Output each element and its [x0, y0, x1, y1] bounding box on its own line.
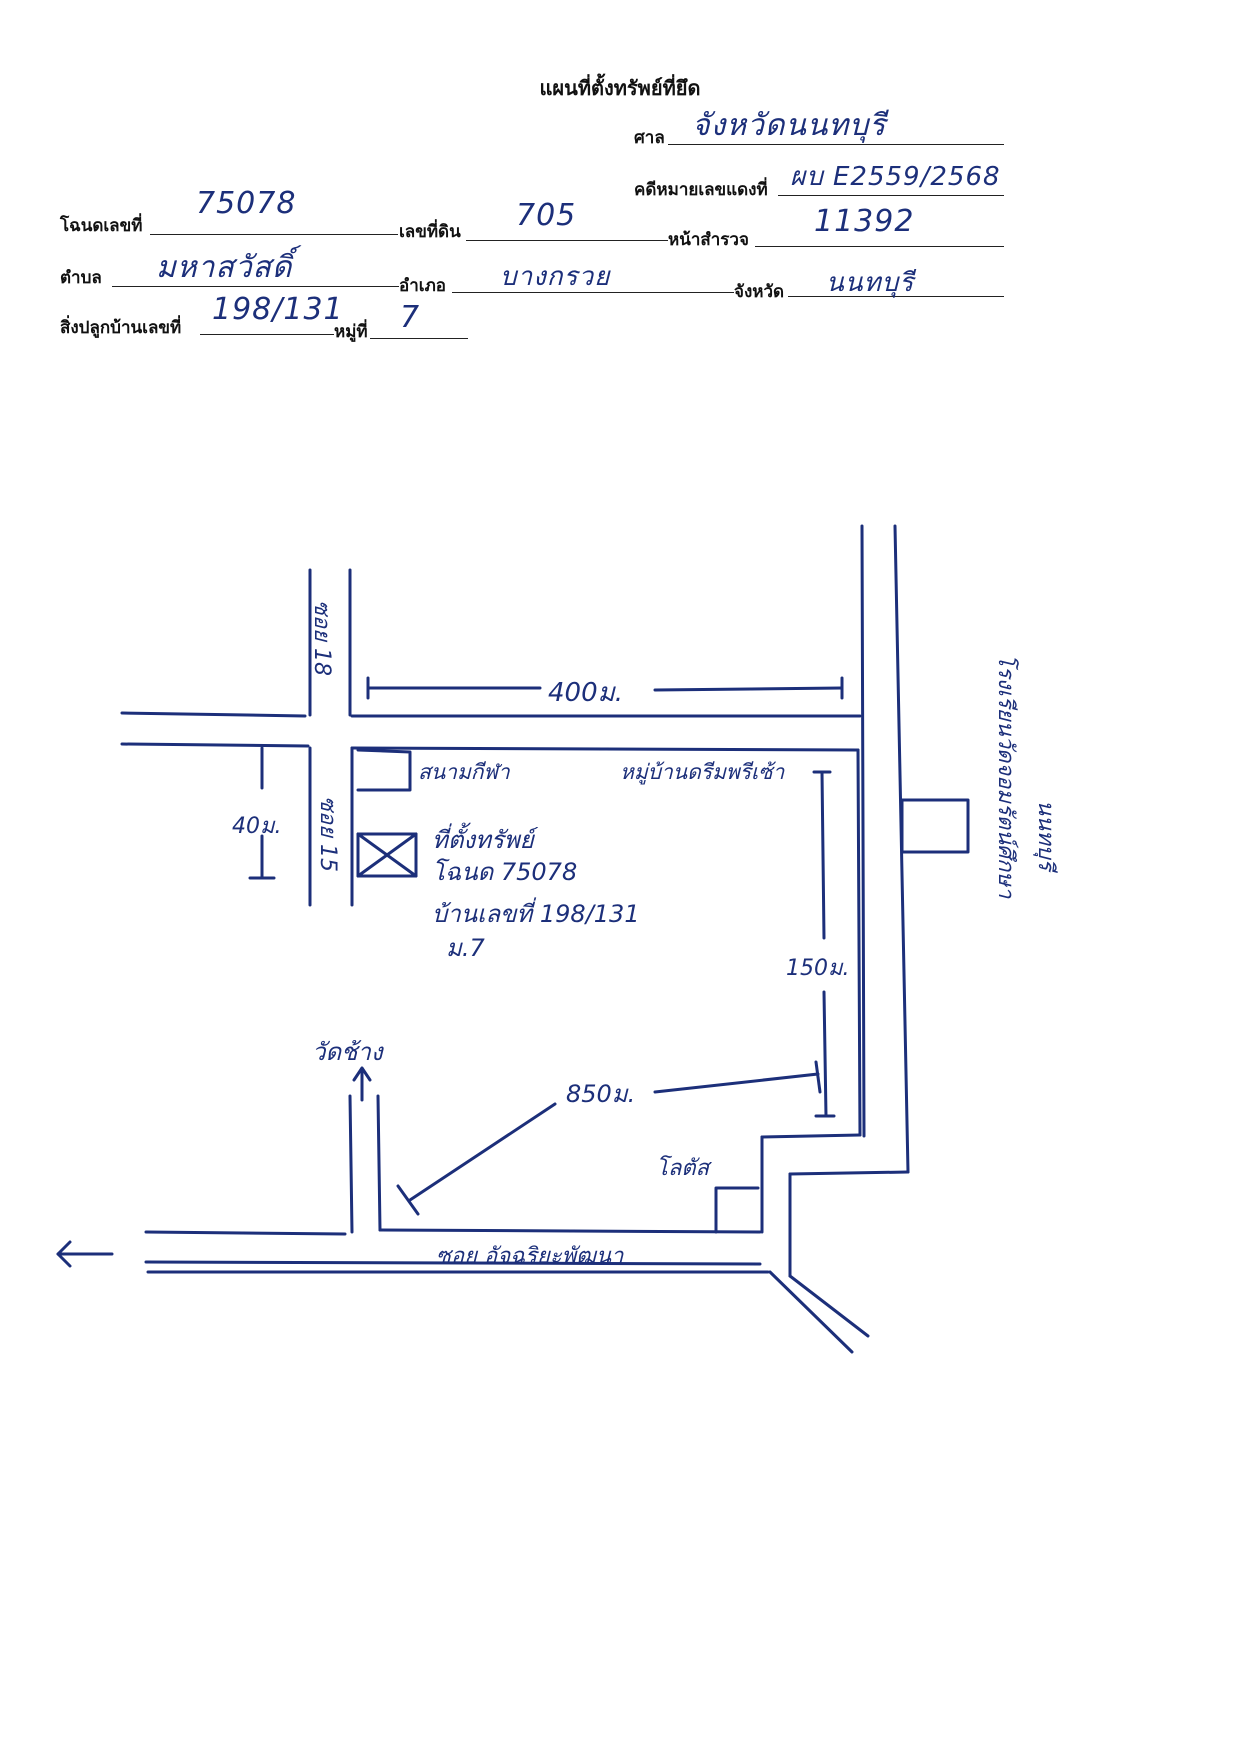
house-number-label: สิ่งปลูกบ้านเลขที่: [60, 318, 182, 338]
province-underline: [788, 296, 1004, 297]
wat-chang-arrow-head: [352, 1066, 372, 1082]
bottom-road-upper-left: [144, 1230, 347, 1236]
property-box: [356, 832, 418, 878]
stadium-label: สนามกีฬา: [418, 760, 510, 784]
property-note-line4: ม.7: [446, 934, 485, 962]
soi15-label: ซอย 15: [315, 796, 340, 873]
lotus-label: โลตัส: [656, 1156, 710, 1181]
dimension-850-upper: [653, 1072, 820, 1094]
document-title: แผนที่ตั้งทรัพย์ที่ยึด: [539, 76, 701, 100]
lotus-box: [714, 1186, 760, 1234]
land-number-value: 705: [516, 198, 577, 233]
district-underline: [452, 292, 734, 293]
left-arrow-head: [56, 1240, 72, 1268]
district-value: บางกรวย: [500, 262, 611, 292]
main-road-diagonal-right: [788, 1274, 870, 1338]
case-number-underline: [778, 195, 1004, 196]
survey-page-underline: [755, 246, 1004, 247]
dimension-150-lower: [822, 990, 828, 1118]
stadium-box: [356, 748, 412, 792]
property-note-line1: ที่ตั้งทรัพย์: [432, 826, 534, 854]
wat-chang-road-left: [348, 1094, 354, 1234]
village-label: หมู่บ้านดรีมพรีเซ้า: [620, 760, 785, 784]
school-label-line1: โรงเรียนวัดจอมรัตน์ศึกษา: [993, 654, 1018, 899]
case-number-label: คดีหมายเลขแดงที่: [634, 180, 768, 200]
house-number-underline: [200, 334, 334, 335]
dimension-850-lower: [408, 1102, 557, 1202]
property-note-line2: โฉนด 75078: [432, 858, 578, 886]
dimension-40-label: 40ม.: [232, 814, 282, 839]
subdistrict-value: มหาสวัสดิ์: [156, 250, 293, 285]
deed-number-label: โฉนดเลขที่: [60, 216, 143, 236]
dimension-400-right: [653, 686, 844, 692]
bottom-road-label: ซอย อัจฉริยะพัฒนา: [436, 1244, 624, 1269]
deed-number-underline: [150, 234, 398, 235]
subdistrict-underline: [112, 286, 399, 287]
land-number-label: เลขที่ดิน: [399, 222, 461, 242]
court-label: ศาล: [634, 128, 665, 148]
property-box-cross-b: [356, 832, 418, 878]
dimension-400-label: 400ม.: [548, 678, 624, 708]
dimension-850-tick-right: [814, 1060, 822, 1094]
moo-value: 7: [400, 300, 421, 335]
main-road-left-edge: [860, 524, 866, 1138]
bottom-road-lower-left: [144, 1260, 762, 1266]
top-road-left-lower: [120, 742, 310, 748]
district-label: อำเภอ: [399, 276, 446, 296]
main-road-diagonal-left: [768, 1270, 854, 1354]
court-value: จังหวัดนนทบุรี: [692, 108, 887, 143]
school-box: [900, 798, 970, 854]
moo-underline: [370, 338, 468, 339]
dimension-850-tick-left: [396, 1184, 420, 1216]
province-label: จังหวัด: [734, 282, 785, 302]
property-note-line3: บ้านเลขที่ 198/131: [432, 900, 640, 928]
court-underline: [668, 144, 1004, 145]
dimension-850-label: 850ม.: [566, 1080, 636, 1108]
survey-page-value: 11392: [814, 204, 915, 239]
bottom-road-upper-right: [378, 1228, 762, 1234]
province-value: นนทบุรี: [826, 268, 915, 298]
main-road-bend-top: [788, 1170, 910, 1176]
land-number-underline: [466, 240, 668, 241]
deed-number-value: 75078: [196, 186, 297, 221]
village-right-edge: [856, 748, 862, 1137]
village-step-edge: [760, 1133, 862, 1139]
survey-page-label: หน้าสำรวจ: [668, 230, 749, 250]
dimension-150-upper: [820, 770, 826, 940]
soi18-label: ซอย 18: [309, 600, 334, 677]
village-top-edge: [350, 746, 860, 752]
wat-chang-label: วัดช้าง: [312, 1038, 383, 1066]
dimension-150-label: 150ม.: [786, 956, 850, 981]
subdistrict-label: ตำบล: [60, 268, 102, 288]
moo-label: หมู่ที่: [334, 322, 368, 342]
wat-chang-road-right: [376, 1094, 382, 1232]
school-label-line2: นนทบุรี: [1033, 800, 1058, 871]
case-number-value: ผบ E2559/2568: [790, 162, 1001, 192]
house-number-value: 198/131: [212, 292, 344, 327]
top-road-left-upper: [120, 711, 307, 718]
